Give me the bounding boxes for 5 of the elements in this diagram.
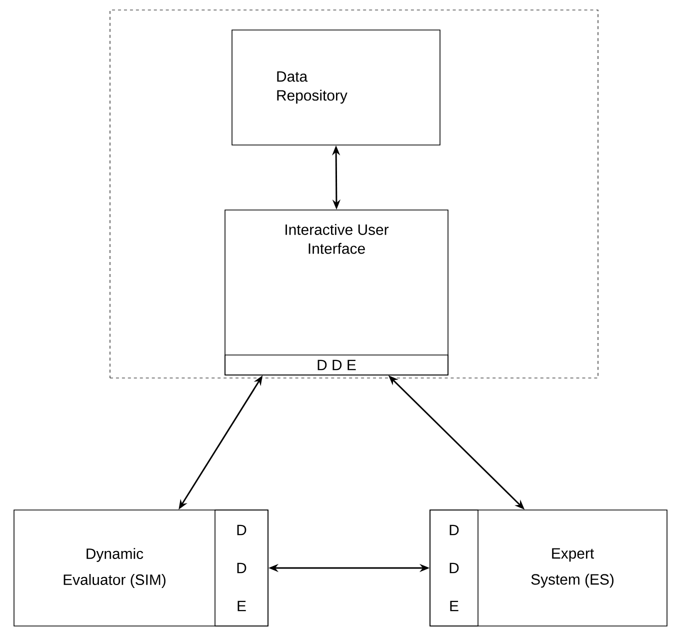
interface-strip: D D E [430,510,478,626]
interface-strip: D D E [214,510,268,626]
process-box: Data Repository [232,30,440,146]
dashed-boundary [110,10,598,378]
interface-bar: D D E [224,354,448,376]
